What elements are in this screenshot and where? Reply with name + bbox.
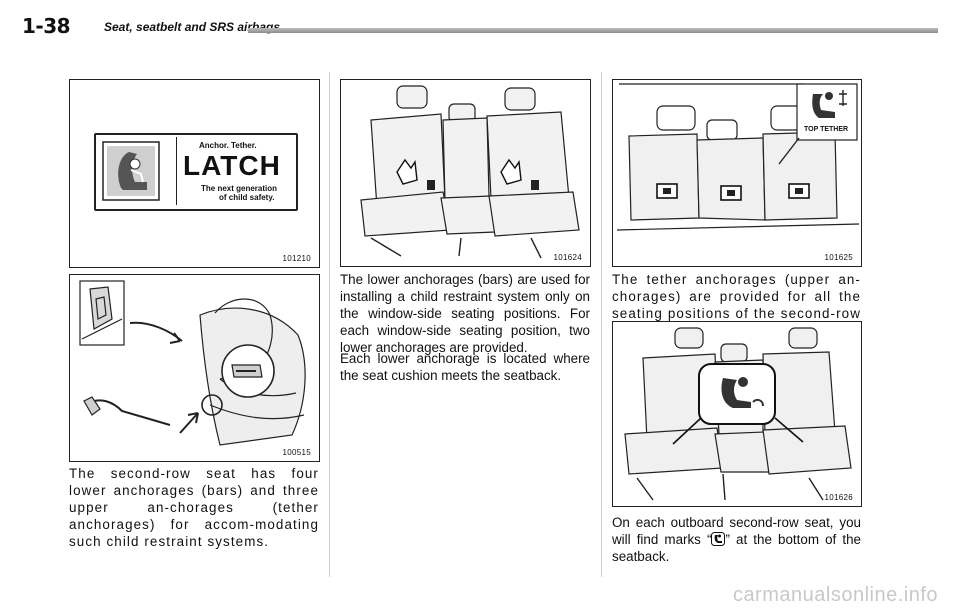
section-title: Seat, seatbelt and SRS airbags [104,20,281,34]
child-seat-icon [102,141,160,201]
watermark: carmanualsonline.info [732,584,938,606]
figure-code: 101624 [553,253,582,262]
seatback-marks-figure: 101626 [612,321,862,507]
column-divider [329,72,330,577]
latch-text-box: Anchor. Tether. LATCH The next generatio… [176,137,293,205]
figure-code: 100515 [282,448,311,457]
latch-label-card: Anchor. Tether. LATCH The next generatio… [94,133,298,211]
lower-anchorages-figure: 101624 [340,79,591,267]
seat-anchor-illustration [79,280,306,446]
column-divider [601,72,602,577]
latch-line4: of child safety. [219,193,275,202]
figure-code: 101625 [824,253,853,262]
col3-paragraph-1: The tether anchorages (upper an-chorages… [612,272,861,338]
col3-paragraph-2-end: ” at the bottom of the seatback. [612,532,861,564]
header-rule [248,28,938,33]
col1-paragraph: The second-row seat has four lower ancho… [69,466,319,549]
rear-seat-illustration [360,85,580,259]
latch-title: LATCH [183,150,281,181]
top-tether-tag: TOP TETHER [804,126,849,133]
col2-paragraph-1: The lower anchorages (bars) are used for… [340,272,590,355]
seatback-tether-illustration [616,83,860,231]
latch-line1: Anchor. Tether. [199,141,257,150]
page-header: 1-38 Seat, seatbelt and SRS airbags [22,14,938,44]
anchor-closeup-figure: 100515 [69,274,320,462]
figure-code: 101626 [824,493,853,502]
col3-paragraph-2-start: On each outboard second-row seat, you wi… [612,515,861,547]
figure-code: 101210 [282,254,311,263]
latch-line3: The next generation [201,184,278,193]
child-seat-mark-icon [711,532,726,546]
tether-anchorages-figure: TOP TETHER 101625 [612,79,862,267]
page-number: 1-38 [22,14,71,38]
col2-paragraph-2: Each lower anchorage is located where th… [340,351,590,383]
seat-marks-illustration [624,327,852,501]
col3-paragraph-2: On each outboard second-row seat, you wi… [612,514,861,565]
latch-label-figure: Anchor. Tether. LATCH The next generatio… [69,79,320,268]
